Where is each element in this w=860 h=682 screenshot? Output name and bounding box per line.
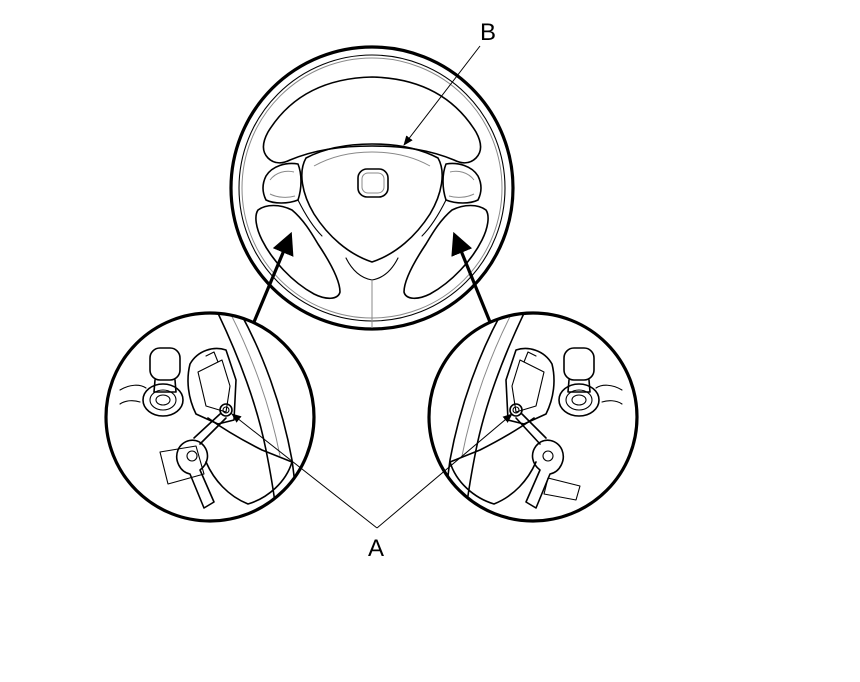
bolt-left xyxy=(219,403,233,417)
airbag-pad xyxy=(301,143,443,263)
ratchet-right xyxy=(525,439,565,509)
callout-label-a: A xyxy=(368,535,384,562)
arrow-left-detail xyxy=(252,231,294,323)
left-detail-view xyxy=(104,311,316,523)
arrow-right-detail xyxy=(451,231,492,323)
steering-wheel xyxy=(229,45,515,331)
right-detail-border xyxy=(427,311,639,523)
bolt-right xyxy=(509,403,523,417)
left-lower-cover xyxy=(255,204,341,300)
right-lower-cover xyxy=(403,204,489,300)
leader-b xyxy=(403,45,481,146)
ratchet-left xyxy=(175,439,215,509)
callout-label-b: B xyxy=(480,19,496,46)
leader-a-right xyxy=(376,413,513,529)
right-detail-view xyxy=(427,311,639,523)
wheel-rim-outer xyxy=(229,45,515,331)
emblem xyxy=(357,168,389,198)
wheel-upper-opening xyxy=(262,76,482,164)
leader-a-left xyxy=(231,413,378,529)
stalk-knob-right xyxy=(563,347,595,381)
left-detail-border xyxy=(104,311,316,523)
stalk-knob-left xyxy=(149,347,181,381)
